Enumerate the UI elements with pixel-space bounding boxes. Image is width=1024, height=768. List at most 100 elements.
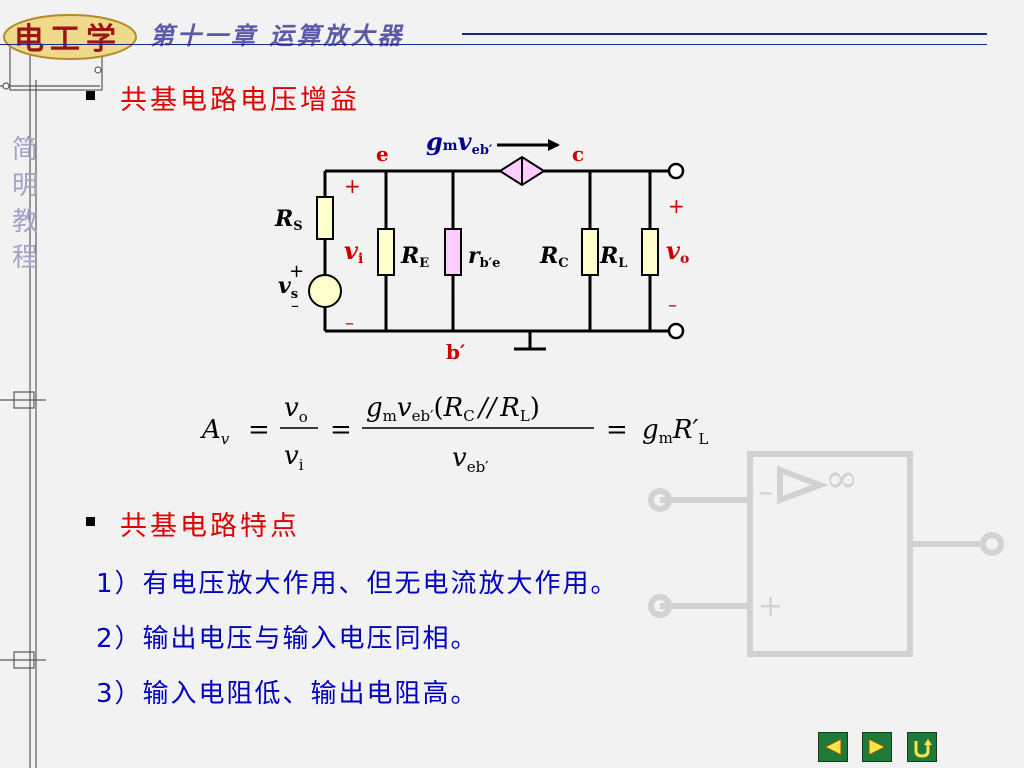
vi-main: v — [344, 236, 359, 265]
svg-text:vs: vs — [278, 273, 298, 302]
feature-item-3: 3）输入电阻低、输出电阻高。 — [96, 679, 479, 709]
node-e-label: e — [376, 142, 389, 166]
bullet-1 — [86, 91, 95, 100]
prev-slide-button[interactable] — [818, 732, 848, 762]
f2-rl-sub: L — [520, 407, 530, 425]
circuit-diagram: e c b′ gmveb′ RS vs + – + vi – RE rb′e R… — [274, 127, 689, 360]
svg-text:–: – — [758, 475, 773, 510]
logo-badge — [3, 14, 137, 60]
re-sub: E — [419, 256, 429, 271]
node-b-label: b′ — [446, 340, 465, 360]
svg-text:veb′: veb′ — [452, 443, 489, 476]
formula-A-sub: v — [221, 430, 230, 448]
resistor-rs — [316, 196, 334, 240]
f2-rc-sub: C — [463, 407, 474, 425]
rs-main: R — [274, 206, 293, 232]
vi-plus: + — [344, 174, 361, 198]
vo-main: v — [666, 236, 681, 265]
gain-formula: Av = vo vi = gmveb′(RC//RL) veb′ = gmR′L — [200, 393, 708, 476]
svg-text:+: + — [758, 589, 783, 624]
voltage-source-icon — [308, 274, 342, 308]
svg-text:gmveb′: gmveb′ — [426, 127, 493, 158]
logo-text: 电工学 — [14, 22, 122, 57]
section1-heading: 共基电路电压增益 — [120, 85, 360, 116]
rc-main: R — [539, 243, 558, 269]
f1-num: v — [284, 393, 299, 423]
f1-den: v — [284, 441, 299, 471]
resistor-rbe — [444, 228, 462, 276]
vs-main: v — [278, 273, 291, 299]
triangle-left-icon — [823, 738, 842, 756]
header-rule-2 — [0, 44, 987, 45]
svg-text:vi: vi — [344, 236, 363, 267]
gm-v: v — [458, 127, 473, 156]
rbe-main: r — [468, 243, 481, 269]
vo-sub: o — [680, 251, 689, 267]
f2-den-sub: eb′ — [467, 458, 489, 476]
res-R: R′ — [672, 415, 699, 445]
gm-v-sub: eb′ — [472, 143, 493, 158]
f2-m: m — [383, 407, 397, 425]
svg-text:gmR′L: gmR′L — [642, 415, 708, 448]
resistor-rl — [641, 228, 659, 276]
sidebar-char: 程 — [11, 243, 38, 273]
chapter-title: 第十一章 运算放大器 — [150, 21, 405, 50]
left-decoration — [0, 43, 103, 768]
sidebar-char: 简 — [11, 135, 38, 165]
f2-par: // — [476, 393, 499, 423]
svg-text:vo: vo — [284, 393, 308, 426]
next-slide-button[interactable] — [862, 732, 892, 762]
formula-eq-1: = — [248, 415, 270, 445]
sidebar-char: 教 — [11, 207, 38, 237]
svg-text:RS: RS — [274, 206, 303, 234]
section2-heading: 共基电路特点 — [120, 511, 300, 542]
re-main: R — [400, 243, 419, 269]
feature-item-2: 2）输出电压与输入电压同相。 — [96, 624, 479, 654]
bullet-2 — [86, 517, 95, 526]
svg-text:Av: Av — [200, 415, 230, 448]
res-m: m — [659, 429, 673, 447]
f2-g: g — [366, 393, 383, 423]
rbe-sub: b′e — [480, 256, 501, 271]
f2-v: v — [397, 393, 412, 423]
resistor-rc — [581, 228, 599, 276]
f1-den-sub: i — [299, 456, 304, 474]
vs-plus: + — [289, 261, 304, 282]
rs-sub: S — [293, 219, 302, 234]
svg-text:rb′e: rb′e — [468, 243, 500, 271]
formula-eq-3: = — [606, 415, 628, 445]
rc-sub: C — [558, 256, 568, 271]
output-terminal-top — [667, 162, 685, 180]
header-rule-1 — [462, 33, 987, 35]
rl-sub: L — [618, 256, 627, 271]
formula-eq-2: = — [330, 415, 352, 445]
sidebar-vertical-title: 简 明 教 程 — [8, 132, 42, 276]
vo-minus: – — [668, 295, 677, 316]
f2-den: v — [452, 443, 467, 473]
vs-sub: s — [291, 287, 298, 302]
vi-minus: – — [345, 313, 354, 334]
svg-text:RC: RC — [539, 243, 569, 271]
gm-m: m — [443, 138, 458, 154]
f2-rc: R — [443, 393, 464, 423]
f1-num-sub: o — [299, 408, 308, 426]
res-g: g — [642, 415, 659, 445]
f2-v-sub: eb′ — [412, 407, 434, 425]
f2-paren-open: ( — [433, 393, 443, 423]
svg-text:gmveb′(RC//RL): gmveb′(RC//RL) — [366, 393, 540, 425]
rl-main: R — [599, 243, 618, 269]
vi-sub: i — [358, 251, 363, 267]
vs-minus: – — [291, 296, 299, 315]
svg-text:vi: vi — [284, 441, 304, 474]
resistor-re — [377, 228, 395, 276]
triangle-right-icon — [868, 738, 887, 756]
feature-item-1: 1）有电压放大作用、但无电流放大作用。 — [96, 569, 619, 599]
opamp-watermark: ∞ – + — [648, 451, 1004, 657]
output-terminal-bottom — [667, 322, 685, 340]
svg-text:∞: ∞ — [825, 456, 858, 502]
sidebar-char: 明 — [11, 171, 38, 201]
gm-g: g — [426, 127, 443, 156]
f2-rl: R — [499, 393, 520, 423]
return-button[interactable] — [907, 732, 937, 762]
arrow-head-icon — [548, 139, 560, 151]
